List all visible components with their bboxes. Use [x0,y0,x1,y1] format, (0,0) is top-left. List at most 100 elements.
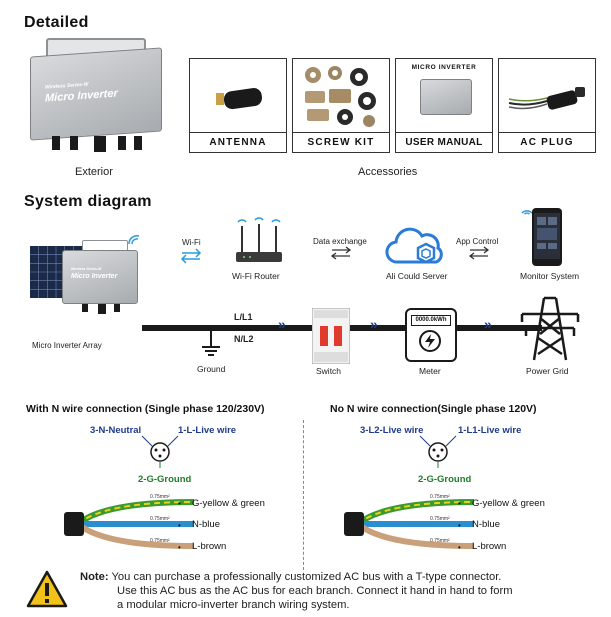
array-inverter: Wireless Series-W Micro Inverter [62,250,138,304]
inverter-name: Micro Inverter [45,87,118,105]
connector [94,136,106,152]
n-l2-label: N/L2 [234,334,254,344]
smartphone-icon [532,208,562,266]
wire-label: G-yellow & green [192,498,265,509]
wire-label: L-brown [472,541,507,552]
ground-symbol-icon [202,331,220,356]
flow-chevron-icon: » [278,316,286,332]
wire-size: 0.75mm² [430,494,450,500]
accessory-user-manual: MICRO INVERTER USER MANUAL [395,58,493,153]
screw-kit-icon [305,66,376,127]
note-line-3: a modular micro-inverter branch wiring s… [117,599,350,611]
wire-label: L-brown [192,541,227,552]
switch-label: Switch [316,366,342,376]
wire-size: 0.75mm² [150,516,170,522]
wifi-signal-icon [128,235,140,245]
note-block: Note: You can purchase a professionally … [80,570,605,612]
wire-bullet: • [458,521,461,530]
accessory-antenna: ANTENNA [189,58,287,153]
power-grid-tower-icon [520,296,580,361]
note-line-2: Use this AC bus as the AC bus for each b… [117,585,513,597]
wifi-label: Wi-Fi [182,238,201,247]
cloud-server-label: Ali Could Server [386,271,448,281]
wiring-left-title: With N wire connection (Single phase 120… [26,403,265,415]
connector [114,304,120,312]
meter-dial [419,330,441,352]
wire-label: G-yellow & green [472,498,545,509]
connector [70,136,78,150]
accessory-screw-kit: SCREW KIT [292,58,390,153]
wire-label: N-blue [192,519,220,530]
wire-label: N-blue [472,519,500,530]
circuit-breaker-icon [312,308,350,364]
manual-inverter-image [420,79,472,115]
flow-chevron-icon: » [370,316,378,332]
array-inverter-brand: Wireless Series-W [71,267,102,271]
wiring-left-top-right: 1-L-Live wire [178,425,237,436]
wire-bullet: • [178,521,181,530]
app-control-label: App Control [456,237,499,246]
wire-bullet: • [458,543,461,552]
connector [52,136,60,150]
accessory-label: AC PLUG [499,132,595,152]
ground-label: Ground [197,364,226,374]
energy-meter: 0000.0kWh [405,308,457,362]
wire-size: 0.75mm² [430,538,450,544]
ac-plug-icon [508,87,585,110]
data-exchange-arrows-icon [330,246,352,260]
accessory-ac-plug: AC PLUG [498,58,596,153]
wiring-divider [303,420,304,570]
flow-chevron-icon: » [484,316,492,332]
wiring-right-ground: 2-G-Ground [418,474,472,485]
warning-icon [26,570,68,608]
wiring-right-top-left: 3-L2-Live wire [360,425,424,436]
connector-pinout-icon [419,435,457,468]
wiring-left-top-left: 3-N-Neutral [90,425,142,436]
wiring-right-top-right: 1-L1-Live wire [458,425,522,436]
wifi-router-label: Wi-Fi Router [232,271,280,281]
power-grid-label: Power Grid [526,366,569,376]
cloud-server-icon [385,227,443,264]
exterior-inverter-image: Wireless Series-W Micro Inverter [22,36,172,160]
accessory-label: ANTENNA [190,132,286,152]
array-inverter-name: Micro Inverter [71,273,118,280]
wiring-right-title: No N wire connection(Single phase 120V) [330,403,537,415]
l-l1-label: L/L1 [234,312,253,322]
app-control-arrows-icon [468,246,490,260]
connector [118,136,126,150]
meter-reading: 0000.0kWh [411,315,451,326]
connector [134,136,142,150]
connector-pinout-icon [141,435,179,468]
cable-left-icon [64,499,194,549]
inverter-body: Wireless Series-W Micro Inverter [30,47,162,141]
wire-bullet: • [178,543,181,552]
wiring-left-ground: 2-G-Ground [138,474,192,485]
exterior-caption: Exterior [75,166,113,178]
wire-size: 0.75mm² [430,516,450,522]
wire-bullet: • [458,499,461,508]
wire-size: 0.75mm² [150,538,170,544]
system-diagram-heading: System diagram [24,193,152,210]
manual-header: MICRO INVERTER [411,64,477,71]
accessory-label: SCREW KIT [293,132,389,152]
wire-bullet: • [178,499,181,508]
wifi-router-icon [236,217,282,262]
accessory-label: USER MANUAL [396,132,492,152]
cable-right-icon [344,499,474,549]
monitor-system-label: Monitor System [520,271,580,281]
meter-label: Meter [419,366,441,376]
array-bracket [82,240,128,252]
antenna-icon [216,88,263,110]
data-exchange-label: Data exchange [313,237,367,246]
connector [98,304,106,314]
array-label: Micro Inverter Array [32,341,102,350]
phone-wifi-icon [521,210,533,215]
connector [82,304,88,312]
wifi-exchange-arrows-icon [180,248,202,264]
wire-size: 0.75mm² [150,494,170,500]
detailed-heading: Detailed [24,14,89,31]
note-line-1: You can purchase a professionally custom… [111,571,502,583]
accessories-caption: Accessories [358,166,418,178]
lightning-bolt-icon [425,334,435,348]
note-label: Note: [80,571,109,583]
